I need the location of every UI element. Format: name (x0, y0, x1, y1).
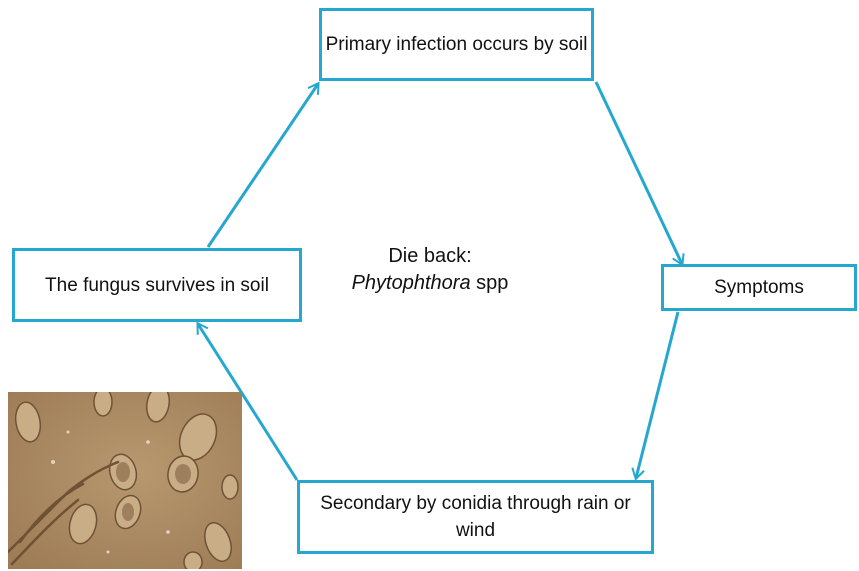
center-title-suffix: spp (471, 272, 509, 294)
node-primary-infection: Primary infection occurs by soil (319, 8, 594, 81)
arrow-symptoms-to-secondary (636, 312, 678, 478)
node-fungus-survives: The fungus survives in soil (12, 248, 302, 322)
node-secondary-infection-label: Secondary by conidia through rain or win… (318, 490, 633, 544)
node-primary-infection-label: Primary infection occurs by soil (326, 31, 588, 58)
center-title: Die back: Phytophthora spp (330, 243, 530, 297)
center-title-genus: Phytophthora (352, 272, 471, 294)
arrow-primary-to-symptoms (596, 82, 682, 264)
node-symptoms-label: Symptoms (714, 274, 804, 301)
spore-micrograph-image (8, 392, 242, 569)
center-title-line1: Die back: (330, 243, 530, 270)
node-symptoms: Symptoms (661, 264, 857, 311)
center-title-line2: Phytophthora spp (330, 270, 530, 297)
arrow-survives-to-primary (208, 84, 318, 247)
node-secondary-infection: Secondary by conidia through rain or win… (297, 480, 654, 554)
node-fungus-survives-label: The fungus survives in soil (45, 272, 269, 299)
